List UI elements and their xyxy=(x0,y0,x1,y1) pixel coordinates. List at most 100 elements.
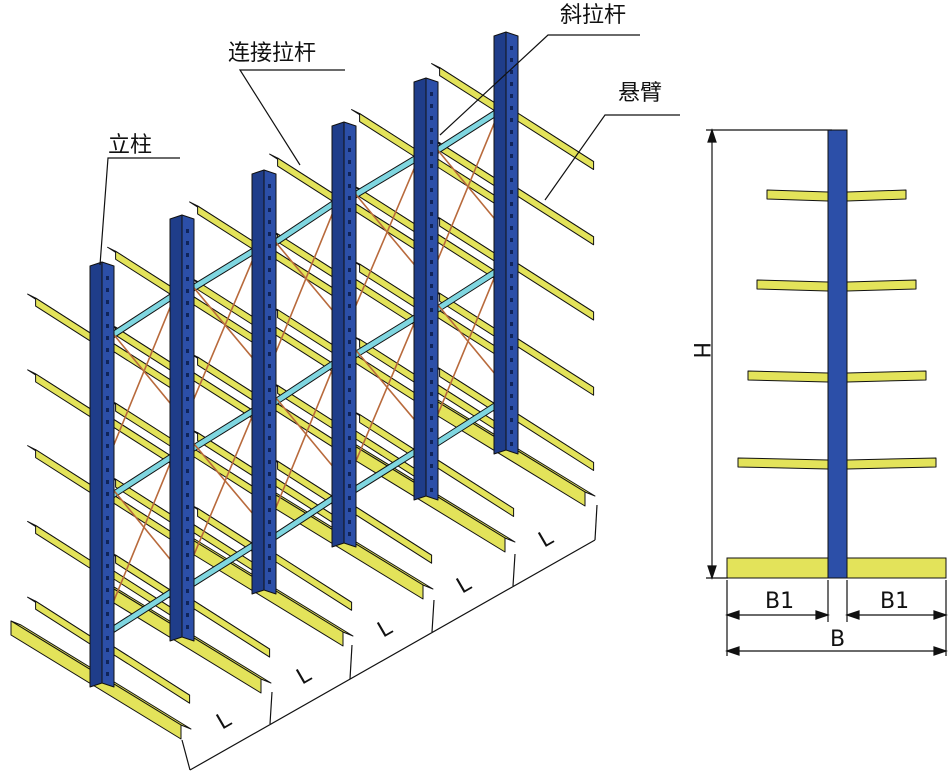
upright-hole xyxy=(268,472,271,476)
upright-hole xyxy=(106,444,109,448)
upright-hole xyxy=(106,672,109,676)
upright-hole xyxy=(106,492,109,496)
upright-hole xyxy=(348,196,351,200)
upright-hole xyxy=(268,352,271,356)
uprights-layer xyxy=(89,31,519,688)
upright-hole xyxy=(186,553,189,557)
upright-hole xyxy=(186,361,189,365)
diagonal-brace xyxy=(185,277,265,373)
tie-bar xyxy=(187,401,263,456)
upright-hole xyxy=(268,544,271,548)
upright-hole xyxy=(268,208,271,212)
upright-hole xyxy=(186,577,189,581)
bay-dimension-line xyxy=(189,539,596,771)
bay-tick-1 xyxy=(181,739,191,771)
upright-hole xyxy=(430,344,433,348)
upright-side xyxy=(169,214,183,642)
upright-hole xyxy=(348,484,351,488)
upright-face xyxy=(343,121,357,548)
upright-hole xyxy=(348,160,351,164)
upright-hole xyxy=(268,532,271,536)
tie-bar xyxy=(349,308,425,362)
upright-hole xyxy=(186,613,189,617)
upright-hole xyxy=(186,493,189,497)
b1-left-arrow-b xyxy=(815,610,830,620)
upright-hole xyxy=(106,576,109,580)
upright-hole xyxy=(186,397,189,401)
upright-hole xyxy=(268,376,271,380)
upright-hole xyxy=(348,352,351,356)
upright-hole xyxy=(348,376,351,380)
diagonal-brace xyxy=(347,340,427,434)
upright-hole xyxy=(348,412,351,416)
upright-hole xyxy=(430,164,433,168)
diagonal-brace xyxy=(347,184,427,280)
upright-hole xyxy=(348,328,351,332)
upright-hole xyxy=(430,236,433,240)
bay-tick-5 xyxy=(512,553,516,587)
upright-hole xyxy=(186,565,189,569)
upright-hole xyxy=(268,280,271,284)
upright-hole xyxy=(106,312,109,316)
upright-hole xyxy=(186,349,189,353)
diagonal-brace xyxy=(105,324,183,419)
side-arm-left xyxy=(747,370,829,383)
cantilever-arm-front-web xyxy=(517,338,595,396)
upright-hole xyxy=(106,300,109,304)
diagonal-brace xyxy=(267,387,345,481)
bay-length-dimension xyxy=(181,504,598,771)
upright-hole xyxy=(430,116,433,120)
upright-hole xyxy=(430,404,433,408)
upright-hole xyxy=(430,440,433,444)
upright-hole xyxy=(268,244,271,248)
upright-hole xyxy=(106,504,109,508)
upright-hole xyxy=(510,46,513,50)
upright-hole xyxy=(106,624,109,628)
upright-hole xyxy=(510,430,513,434)
upright-hole xyxy=(106,660,109,664)
upright-face xyxy=(181,214,195,642)
diagonal-brace-label: 斜拉杆 xyxy=(560,3,626,28)
upright-hole xyxy=(106,528,109,532)
upright-hole xyxy=(186,517,189,521)
upright-hole xyxy=(430,452,433,456)
upright-hole xyxy=(186,241,189,245)
upright-side xyxy=(89,261,103,688)
upright-hole xyxy=(186,229,189,233)
upright-hole xyxy=(348,208,351,212)
upright-hole xyxy=(186,625,189,629)
bay-length-label-3: L xyxy=(374,615,398,643)
height-arrow-bottom xyxy=(707,565,717,580)
upright-hole xyxy=(268,292,271,296)
upright-side xyxy=(493,31,507,455)
upright-hole xyxy=(186,433,189,437)
upright-hole xyxy=(268,400,271,404)
upright-hole xyxy=(106,420,109,424)
upright-hole xyxy=(106,336,109,340)
upright-hole xyxy=(510,262,513,266)
upright-hole xyxy=(268,496,271,500)
upright-hole xyxy=(106,588,109,592)
upright-hole xyxy=(106,432,109,436)
bay-tick-4 xyxy=(431,599,435,633)
tie-bar xyxy=(269,354,343,410)
upright-hole xyxy=(268,316,271,320)
upright-hole xyxy=(348,532,351,536)
upright-hole xyxy=(348,460,351,464)
cantilever-arm-front-web xyxy=(517,263,595,321)
upright-hole xyxy=(430,488,433,492)
upright-hole xyxy=(106,348,109,352)
upright-hole xyxy=(268,520,271,524)
upright-hole xyxy=(430,104,433,108)
upright-hole xyxy=(268,256,271,260)
upright-hole xyxy=(106,648,109,652)
upright-hole xyxy=(510,358,513,362)
upright-hole xyxy=(430,140,433,144)
upright-hole xyxy=(106,552,109,556)
upright-hole xyxy=(430,152,433,156)
side-arm-right xyxy=(846,370,927,383)
upright-hole xyxy=(106,276,109,280)
upright-hole xyxy=(430,476,433,480)
upright-leader xyxy=(99,157,180,266)
upright-hole xyxy=(348,436,351,440)
